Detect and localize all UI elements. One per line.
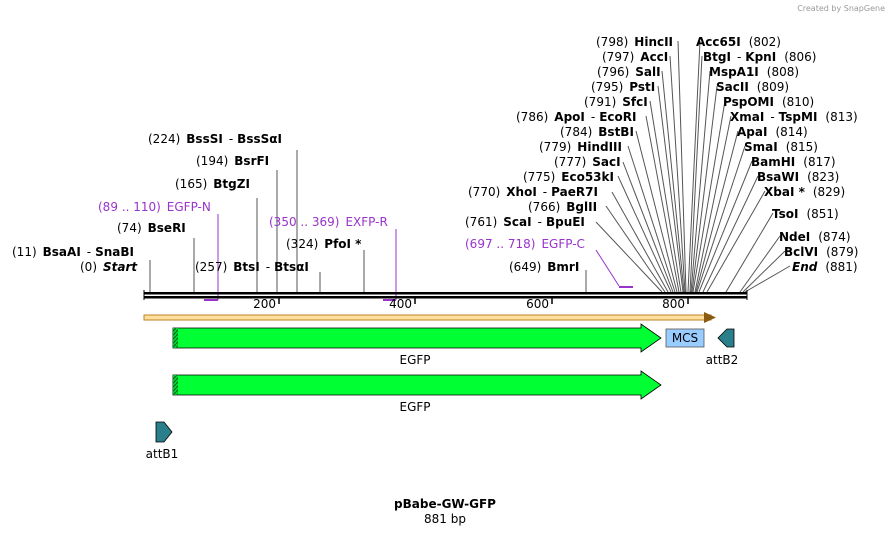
dna-backbone — [143, 290, 748, 300]
egfp-feature-2 — [172, 370, 662, 400]
mcs-label: MCS — [672, 331, 698, 345]
enzyme-label: (74)BseRI — [117, 221, 186, 235]
primer-marks — [204, 286, 633, 301]
primer-label-exfp-r: (350 .. 369)EXFP-R — [269, 215, 388, 229]
enzyme-label: (649)BmrI — [509, 260, 579, 274]
ruler-label-400: 400 — [389, 297, 412, 311]
enzyme-label: SmaI(815) — [744, 140, 818, 154]
attb2-arrow — [717, 328, 735, 348]
enzyme-label: BclVI(879) — [784, 245, 858, 259]
enzyme-label: BamHI(817) — [751, 155, 836, 169]
primer-label-egfp-c: (697 .. 718)EGFP-C — [465, 237, 585, 251]
orf-arrow — [143, 312, 716, 323]
enzyme-leaders — [149, 40, 791, 293]
enzyme-label: End(881) — [792, 260, 858, 274]
enzyme-label: XbaI *(829) — [764, 185, 845, 199]
enzyme-label: (779)HindIII — [539, 140, 622, 154]
plasmid-name: pBabe-GW-GFP — [394, 497, 496, 511]
enzyme-label: (224)BssSI-BssSαI — [148, 132, 282, 146]
attb1-arrow — [155, 421, 173, 443]
enzyme-label: (165)BtgZI — [175, 177, 250, 191]
enzyme-label: PspOMI(810) — [723, 95, 814, 109]
enzyme-label: (797)AccI — [602, 50, 668, 64]
enzyme-label: XmaI-TspMI(813) — [730, 110, 858, 124]
enzyme-label: (786)ApoI-EcoRI — [516, 110, 636, 124]
enzyme-label: (766)BglII — [528, 200, 597, 214]
enzyme-label: (770)XhoI-PaeR7I — [468, 185, 598, 199]
egfp-label-1: EGFP — [399, 353, 430, 367]
enzyme-label: BtgI-KpnI(806) — [703, 50, 816, 64]
attb1-label: attB1 — [146, 447, 179, 461]
enzyme-label: (798)HincII — [596, 35, 673, 49]
enzyme-label: TsoI(851) — [772, 207, 839, 221]
ruler-label-800: 800 — [662, 297, 685, 311]
enzyme-label: (784)BstBI — [560, 125, 634, 139]
mcs-box — [665, 328, 705, 348]
ruler-label-600: 600 — [526, 297, 549, 311]
plasmid-size: 881 bp — [424, 512, 466, 526]
egfp-feature-1 — [172, 323, 662, 353]
enzyme-label: (777)SacI — [554, 155, 621, 169]
enzyme-label: (761)ScaI-BpuEI — [465, 215, 585, 229]
primer-labels: (89 .. 110)EGFP-N (350 .. 369)EXFP-R (69… — [98, 200, 585, 251]
primer-label-egfp-n: (89 .. 110)EGFP-N — [98, 200, 211, 214]
enzyme-label: MspA1I(808) — [709, 65, 799, 79]
enzyme-label: Acc65I(802) — [696, 35, 781, 49]
enzyme-label: (194)BsrFI — [196, 154, 269, 168]
snapgene-credit: Created by SnapGene — [797, 4, 885, 13]
enzyme-label: (257)BtsI-BtsαI — [195, 260, 309, 274]
enzyme-label: (795)PstI — [591, 80, 655, 94]
primer-leaders — [217, 214, 620, 300]
enzyme-label: (775)Eco53kI — [523, 170, 614, 184]
egfp-label-2: EGFP — [399, 400, 430, 414]
ruler-label-200: 200 — [253, 297, 276, 311]
enzyme-label: NdeI(874) — [779, 230, 851, 244]
enzyme-label: (324)PfoI * — [286, 237, 362, 251]
enzyme-label: (796)SalI — [597, 65, 661, 79]
enzyme-label: SacII(809) — [716, 80, 789, 94]
enzyme-label: ApaI(814) — [737, 125, 808, 139]
enzyme-label: BsaWI(823) — [757, 170, 839, 184]
enzyme-label: (11)BsaAI-SnaBI — [12, 245, 134, 259]
ruler — [278, 297, 689, 304]
attb2-label: attB2 — [706, 353, 739, 367]
enzyme-label: (791)SfcI — [584, 95, 648, 109]
enzyme-label: (0)Start — [80, 260, 138, 274]
enzyme-labels-left: (11)BsaAI-SnaBI (0)Start (74)BseRI (165)… — [12, 35, 673, 274]
enzyme-labels-right: Acc65I(802) BtgI-KpnI(806) MspA1I(808) S… — [696, 35, 858, 274]
